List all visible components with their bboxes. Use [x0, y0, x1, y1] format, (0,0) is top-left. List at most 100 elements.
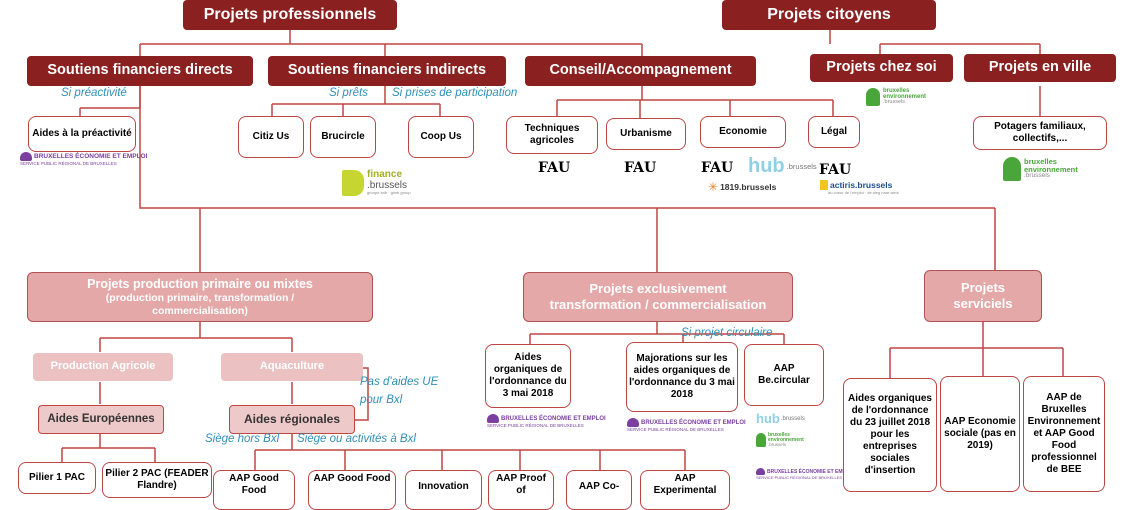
be-text-3: .brussels	[1024, 172, 1051, 180]
bee-text: BRUXELLES ÉCONOMIE ET EMPLOI	[767, 468, 855, 475]
aides-regionales: Aides régionales	[229, 405, 355, 434]
aap-proof-of: AAP Proof of	[488, 470, 554, 510]
be-text-1: bruxelles	[768, 432, 790, 438]
bee-logo-4: BRUXELLES ÉCONOMIE ET EMPLOI SERVICE PUB…	[756, 468, 854, 480]
label-pas-aides-ue: Pas d'aides UE	[360, 376, 439, 388]
aap-co: AAP Co-	[566, 470, 632, 510]
aap-be-circular: AAP Be.circular	[744, 344, 824, 406]
projets-chez-soi: Projets chez soi	[810, 54, 953, 82]
projets-professionnels: Projets professionnels	[183, 0, 397, 30]
bee-text: BRUXELLES ÉCONOMIE ET EMPLOI	[501, 415, 606, 422]
be-text-1: bruxelles	[1024, 157, 1057, 167]
hub-text: .brussels	[786, 161, 817, 171]
aides-europeennes: Aides Européennes	[38, 405, 164, 434]
urbanisme: Urbanisme	[606, 118, 686, 150]
label-si-prets: Si prêts	[329, 87, 368, 99]
label-pour-bxl: pour Bxl	[360, 394, 403, 406]
actiris-logo: actiris.brussels au coeur de l'emploi · …	[820, 180, 899, 195]
label-siege-hors-bxl: Siège hors Bxl	[205, 433, 280, 445]
bee-subtext: SERVICE PUBLIC RÉGIONAL DE BRUXELLES	[20, 161, 117, 166]
transfo-line-1: Projets exclusivement	[589, 281, 727, 297]
aap-experimental: AAP Experimental	[640, 470, 730, 510]
bee-subtext: SERVICE PUBLIC RÉGIONAL DE BRUXELLES	[627, 427, 724, 432]
tree-icon	[756, 433, 766, 448]
hub-h-icon: hub	[748, 155, 785, 177]
bee-heart-icon	[627, 418, 639, 427]
bee-heart-icon	[487, 414, 499, 423]
transfo-line-2: transformation / commercialisation	[549, 297, 767, 312]
actiris-icon	[820, 180, 828, 190]
fau-label-1: FAU	[538, 160, 571, 176]
legal: Légal	[808, 116, 860, 148]
actiris-text: actiris.brussels	[830, 180, 893, 190]
finance-text-3: groupe srib · gimb group	[367, 190, 411, 196]
production-agricole: Production Agricole	[33, 353, 173, 381]
label-si-prises-participation: Si prises de participation	[392, 87, 518, 99]
connector-lines	[61, 30, 1064, 470]
sun-icon: ✳	[708, 180, 719, 194]
tree-icon	[1003, 157, 1021, 181]
be-text-1: bruxelles	[883, 88, 910, 95]
bee-logo-3: BRUXELLES ÉCONOMIE ET EMPLOI SERVICE PUB…	[627, 418, 746, 432]
serviciels-line-2: serviciels	[953, 296, 1013, 311]
hub-brussels-logo-1: hub .brussels	[748, 156, 817, 176]
serviciels-line-1: Projets	[960, 280, 1006, 296]
label-si-projet-circulaire: Si projet circulaire	[681, 327, 773, 339]
be-text-2: environnement	[768, 437, 804, 443]
projets-exclusivement-transformation: Projets exclusivement transformation / c…	[523, 272, 793, 322]
bee-heart-icon	[756, 468, 765, 475]
bee-heart-icon	[20, 152, 32, 161]
finance-b-icon	[342, 170, 364, 196]
aap-bruxelles-environnement: AAP de Bruxelles Environnement et AAP Go…	[1023, 376, 1105, 492]
aides-ordonnance-23-juillet: Aides organiques de l'ordonnance du 23 j…	[843, 378, 937, 492]
projets-en-ville: Projets en ville	[964, 54, 1116, 82]
aap-economie-sociale: AAP Economie sociale (pas en 2019)	[940, 376, 1020, 492]
bee-logo-1: BRUXELLES ÉCONOMIE ET EMPLOI SERVICE PUB…	[20, 152, 147, 166]
citiz-us: Citiz Us	[238, 116, 304, 158]
hub-text: .brussels	[780, 415, 805, 422]
be-text-3: .brussels	[768, 442, 787, 447]
conseil-accompagnement: Conseil/Accompagnement	[525, 56, 756, 86]
aap-good-food-2: AAP Good Food	[308, 470, 396, 510]
bee-subtext: SERVICE PUBLIC RÉGIONAL DE BRUXELLES	[756, 475, 843, 480]
bruxelles-env-logo-3: bruxelles environnement .brussels	[756, 433, 804, 448]
majorations: Majorations sur les aides organiques de …	[626, 342, 738, 412]
fau-label-4: FAU	[819, 162, 852, 178]
be-text-2: environnement	[883, 94, 927, 101]
label-si-preactivite: Si préactivité	[61, 87, 127, 99]
tree-icon	[866, 88, 880, 106]
brucircle: Brucircle	[310, 116, 376, 158]
label-siege-ou-activites: Siège ou activités à Bxl	[297, 433, 416, 445]
prod-title: Projets production primaire ou mixtes	[87, 276, 313, 291]
aap-good-food-1: AAP Good Food	[213, 470, 295, 510]
bee-logo-2: BRUXELLES ÉCONOMIE ET EMPLOI SERVICE PUB…	[487, 414, 606, 428]
soutiens-financiers-directs: Soutiens financiers directs	[27, 56, 253, 86]
1819-text: 1819.brussels	[720, 182, 777, 192]
hub-brussels-logo-2: hub .brussels	[756, 412, 805, 425]
projets-citoyens: Projets citoyens	[722, 0, 936, 30]
be-text-2: environnement	[1024, 164, 1078, 174]
aides-preactivite: Aides à la préactivité	[28, 116, 136, 152]
bee-subtext: SERVICE PUBLIC RÉGIONAL DE BRUXELLES	[487, 423, 584, 428]
innovation: Innovation	[405, 470, 482, 510]
bee-text: BRUXELLES ÉCONOMIE ET EMPLOI	[34, 153, 148, 160]
soutiens-financiers-indirects: Soutiens financiers indirects	[268, 56, 506, 86]
pilier-1-pac: Pilier 1 PAC	[18, 462, 96, 494]
pilier-2-pac: Pilier 2 PAC (FEADER Flandre)	[102, 462, 212, 498]
fau-label-3: FAU	[701, 160, 734, 176]
fau-label-2: FAU	[624, 160, 657, 176]
finance-brussels-logo: finance .brussels groupe srib · gimb gro…	[342, 170, 411, 196]
1819-logo: ✳ 1819.brussels	[708, 180, 776, 194]
projets-serviciels: Projets serviciels	[924, 270, 1042, 322]
prod-subtitle: (production primaire, transformation / c…	[105, 291, 295, 317]
aquaculture: Aquaculture	[221, 353, 363, 381]
finance-text-1: finance	[367, 169, 403, 181]
hub-h-icon: hub	[756, 411, 780, 426]
finance-text-2: .brussels	[367, 179, 408, 191]
projets-production-primaire: Projets production primaire ou mixtes (p…	[27, 272, 373, 322]
techniques-agricoles: Techniques agricoles	[506, 116, 598, 154]
actiris-subtext: au coeur de l'emploi · de weg naar werk	[828, 190, 899, 195]
aides-ordonnance-3-mai: Aides organiques de l'ordonnance du 3 ma…	[485, 344, 571, 408]
potagers: Potagers familiaux, collectifs,...	[973, 116, 1107, 150]
bruxelles-env-logo-1: bruxelles environnement .brussels	[866, 88, 926, 106]
